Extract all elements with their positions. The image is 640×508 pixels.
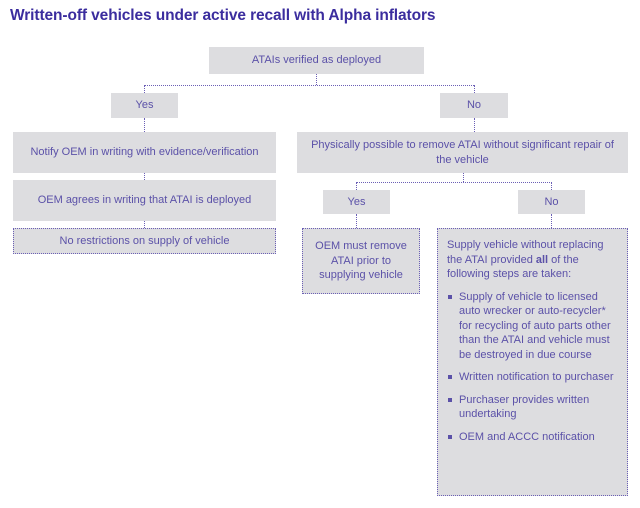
node-supply-vehicle-without-replacing: Supply vehicle without replacing the ATA… — [437, 228, 628, 496]
lead-before-bold: Supply vehicle without replacing the ATA… — [447, 239, 604, 266]
connector-left-1-2 — [144, 173, 145, 180]
list-item-label: Supply of vehicle to licensed auto wreck… — [459, 290, 611, 361]
node-oem-must-remove-atai: OEM must remove ATAI prior to supplying … — [302, 228, 420, 294]
list-item: Purchaser provides written undertaking — [447, 393, 616, 422]
connector-right-decision-stem — [463, 173, 464, 182]
connector-no-inner-down — [551, 214, 552, 228]
list-item-label: OEM and ACCC notification — [459, 430, 595, 443]
node-no-restrictions: No restrictions on supply of vehicle — [13, 228, 276, 254]
connector-yes-inner-down — [356, 214, 357, 228]
connector-to-no-inner — [551, 182, 552, 190]
lead-bold-all: all — [535, 253, 549, 266]
square-bullet-icon — [448, 434, 452, 439]
list-item-label: Purchaser provides written undertaking — [459, 393, 590, 421]
connector-to-no-right — [474, 85, 475, 93]
square-bullet-icon — [448, 375, 452, 379]
branch-label-yes-inner: Yes — [323, 190, 390, 214]
node-notify-oem: Notify OEM in writing with evidence/veri… — [13, 132, 276, 173]
node-physically-possible: Physically possible to remove ATAI witho… — [297, 132, 628, 173]
page-title: Written-off vehicles under active recall… — [10, 7, 436, 24]
branch-label-no-inner: No — [518, 190, 585, 214]
connector-no-right-down — [474, 118, 475, 132]
list-item: Written notification to purchaser — [447, 370, 616, 385]
square-bullet-icon — [448, 294, 452, 299]
supply-vehicle-steps-list: Supply of vehicle to licensed auto wreck… — [447, 290, 616, 445]
connector-root-stem — [316, 74, 317, 85]
connector-to-yes-left — [144, 85, 145, 93]
lead-after-bold: of the following steps are taken: — [447, 253, 579, 281]
connector-left-2-3 — [144, 221, 145, 228]
list-item: Supply of vehicle to licensed auto wreck… — [447, 290, 616, 363]
node-oem-agrees: OEM agrees in writing that ATAI is deplo… — [13, 180, 276, 221]
list-item: OEM and ACCC notification — [447, 430, 616, 445]
branch-label-no-right: No — [440, 93, 508, 118]
branch-label-yes-left: Yes — [111, 93, 178, 118]
supply-vehicle-lead-text: Supply vehicle without replacing the ATA… — [447, 238, 616, 282]
node-root-atais-verified: ATAIs verified as deployed — [209, 47, 424, 74]
connector-to-yes-inner — [356, 182, 357, 190]
connector-right-split — [356, 182, 552, 183]
connector-yes-left-down — [144, 118, 145, 132]
square-bullet-icon — [448, 397, 452, 402]
list-item-label: Written notification to purchaser — [459, 371, 614, 383]
connector-root-split — [144, 85, 474, 86]
